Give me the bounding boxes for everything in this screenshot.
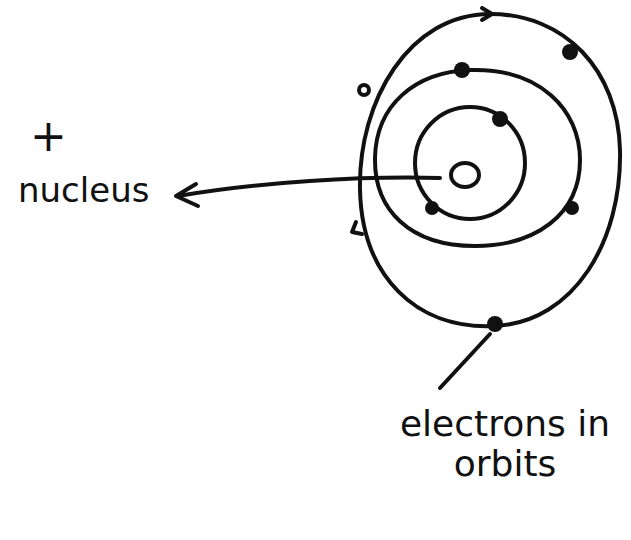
electron-hollow — [359, 85, 369, 95]
nucleus-circle — [451, 163, 479, 187]
electron-dot — [565, 201, 579, 215]
leader-arrowhead — [176, 184, 198, 206]
orbit-arrow — [352, 222, 362, 234]
part-label: electrons in orbits — [385, 404, 625, 483]
electron-dot — [487, 316, 503, 332]
electron-dot — [454, 62, 470, 78]
middle-orbit — [375, 70, 580, 246]
electron-leader — [440, 334, 490, 388]
inner-orbit — [415, 107, 525, 219]
nucleus-leader — [178, 178, 440, 196]
electron-dot — [492, 111, 508, 127]
outer-orbit — [360, 14, 620, 326]
orbit-arrow — [482, 8, 492, 20]
electron-dot — [562, 44, 578, 60]
part-label: nucleus — [18, 172, 168, 209]
electron-dot — [425, 201, 439, 215]
charge-sign: + — [30, 112, 80, 160]
